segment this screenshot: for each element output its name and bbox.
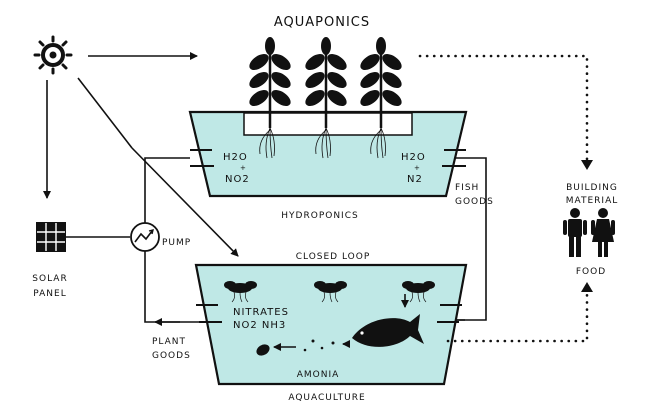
solar-panel-label-1: SOLAR <box>32 274 67 284</box>
dotted-path-to-building <box>418 54 589 162</box>
h2o-left-label: H2O <box>223 152 248 163</box>
page-title: AQUAPONICS <box>274 15 370 30</box>
sun-icon <box>33 35 73 75</box>
bacteria-icon <box>256 344 270 356</box>
floating-plant-icon <box>314 281 347 303</box>
sun-to-closed-loop-arrow <box>131 147 239 257</box>
closed-loop-label: CLOSED LOOP <box>296 252 371 262</box>
no2-nh3-label: NO2 NH3 <box>233 320 286 331</box>
plus-left-label: + <box>240 164 247 172</box>
plant-goods-label-1: PLANT <box>152 337 186 347</box>
hydroponics-label: HYDROPONICS <box>281 211 358 221</box>
plant-goods-label-2: GOODS <box>152 351 191 361</box>
dotted-arrowhead-down <box>581 160 593 170</box>
building-label-1: BUILDING <box>566 183 618 193</box>
solar-panel-label-2: PANEL <box>33 289 66 299</box>
plus-right-label: + <box>414 164 421 172</box>
nitrates-label: NITRATES <box>233 307 289 318</box>
fish-goods-label-1: FISH <box>455 183 479 193</box>
fish-goods-label-2: GOODS <box>455 197 494 207</box>
floating-plant-icon <box>402 281 435 303</box>
pipe-pump-to-aquaculture <box>144 251 180 323</box>
fish-icon <box>352 314 424 347</box>
waste-dots <box>303 339 335 352</box>
people-icon <box>563 208 615 257</box>
food-label: FOOD <box>576 267 606 277</box>
aquaculture-label: AQUACULTURE <box>288 393 365 403</box>
grow-bed <box>243 112 413 136</box>
dotted-path-to-food <box>446 290 589 343</box>
solar-panel-icon <box>36 222 66 252</box>
pump-label: PUMP <box>162 238 191 248</box>
sun-to-hydroponics-line <box>77 77 133 149</box>
hydroponics-tank <box>188 110 468 198</box>
plant-icon <box>305 37 347 159</box>
floating-plant-icon <box>224 281 257 303</box>
plant-icon <box>249 37 291 159</box>
pipe-pump-to-hydroponics <box>144 157 190 223</box>
building-label-2: MATERIAL <box>566 196 619 206</box>
n2-right-label: N2 <box>407 174 423 185</box>
pump-icon <box>130 222 160 252</box>
h2o-right-label: H2O <box>401 152 426 163</box>
plant-icon <box>360 37 402 159</box>
amonia-label: AMONIA <box>297 370 340 380</box>
dotted-arrowhead-up <box>581 282 593 292</box>
no2-left-label: NO2 <box>225 174 250 185</box>
